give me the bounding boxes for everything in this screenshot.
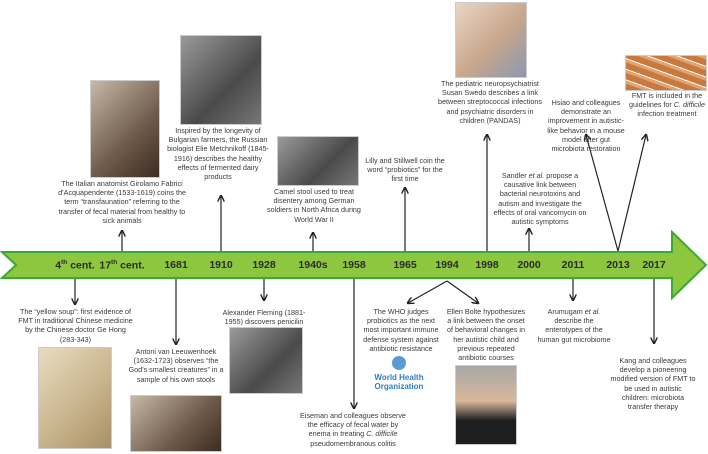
- text: et al.: [584, 307, 601, 316]
- year-label: 2000: [517, 259, 541, 271]
- year-label: 1928: [252, 259, 276, 271]
- bolte-photo: [455, 365, 517, 445]
- who-logo-text: World Health Organization: [374, 373, 424, 391]
- event-metchnikoff: Inspired by the longevity of Bulgarian f…: [167, 126, 269, 182]
- year-4th-century: 4th cent.: [55, 259, 95, 272]
- who-emblem-icon: [392, 356, 406, 370]
- timeline-arrow-band: [0, 229, 708, 301]
- text: C. difficile: [673, 100, 705, 110]
- text: Arumugam: [547, 307, 585, 316]
- event-bolte: Ellen Bolte hypothesizes a link between …: [446, 307, 526, 363]
- text: C. difficile: [366, 429, 398, 439]
- event-kang: Kang and colleagues develop a pioneering…: [610, 356, 696, 412]
- year-label: 1940s: [298, 259, 328, 271]
- text: et al.: [528, 171, 545, 180]
- soldiers-photo: [277, 136, 359, 186]
- text: propose a causative link between bacteri…: [493, 171, 587, 227]
- event-eiseman: Eiseman and colleagues observe the effic…: [298, 411, 408, 448]
- leeuwenhoek-portrait: [130, 395, 222, 452]
- year-label: 1958: [342, 259, 366, 271]
- text: pseudomembranous colitis: [310, 438, 396, 448]
- text: Eiseman and colleagues observe the effic…: [300, 411, 406, 439]
- text: FMT is included in the guidelines for: [629, 91, 703, 110]
- year-17th-century: 17th cent.: [99, 259, 145, 272]
- event-leeuwenhoek: Antoni van Leeuwenhoek (1632-1723) obser…: [128, 347, 224, 384]
- metchnikoff-photo: [180, 35, 262, 125]
- text: Sandler: [501, 171, 529, 180]
- event-sandler: Sandler et al. propose a causative link …: [490, 171, 590, 226]
- year-label: 1965: [393, 259, 417, 271]
- year-label: 2013: [606, 259, 630, 271]
- event-camel-stool: Camel stool used to treat disentery amon…: [267, 187, 361, 224]
- year-label: 1998: [475, 259, 499, 271]
- event-fabrici: The Italian anatomist Girolamo Fabrici d…: [58, 179, 186, 225]
- ge-hong-drawing: [38, 347, 112, 449]
- year-label: 2011: [561, 259, 585, 271]
- year-label: 1994: [435, 259, 459, 271]
- swedo-photo: [455, 2, 527, 78]
- fabrici-portrait: [90, 80, 160, 178]
- fleming-photo: [229, 327, 303, 394]
- year-label: 2017: [642, 259, 666, 271]
- year-label: 1910: [209, 259, 233, 271]
- capsules-photo: [625, 55, 707, 91]
- year-label: 1681: [164, 259, 188, 271]
- text: describe the enterotypes of the human gu…: [537, 316, 611, 344]
- event-swedo: The pediatric neuropsychiatrist Susan Sw…: [438, 79, 542, 125]
- text: infection treatment: [637, 109, 697, 119]
- event-fleming: Alexander Fleming (1881-1955) discovers …: [222, 308, 306, 327]
- event-fmt-guidelines: FMT is included in the guidelines for C.…: [628, 91, 706, 119]
- event-who: The WHO judges probiotics as the next mo…: [363, 307, 439, 353]
- event-hsiao: Hsiao and colleagues demonstrate an impr…: [547, 98, 625, 154]
- who-logo: World Health Organization: [370, 356, 428, 391]
- connector-arrows: [75, 135, 654, 408]
- event-probiotics-coined: Lilly and Stillwell coin the word “probi…: [365, 156, 445, 184]
- event-arumugam: Arumugam et al. describe the enterotypes…: [535, 307, 613, 344]
- event-yellow-soup: The “yellow soup”: first evidence of FMT…: [18, 307, 133, 344]
